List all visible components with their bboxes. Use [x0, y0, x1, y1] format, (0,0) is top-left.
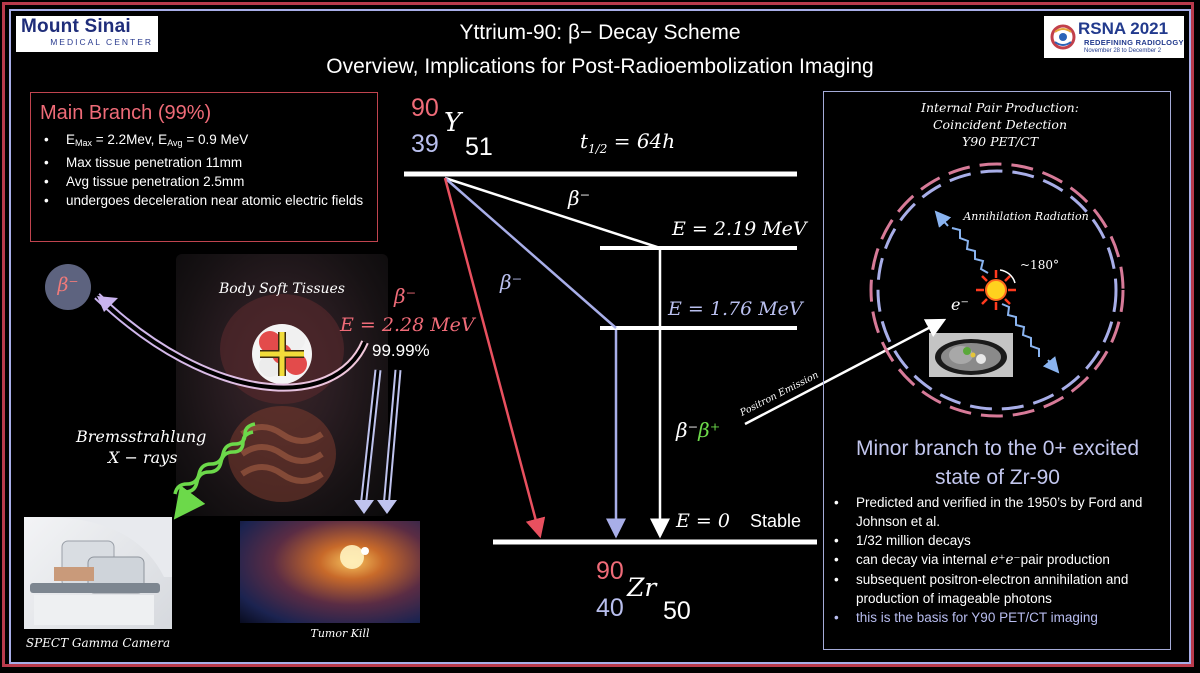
- daughter-atomic-number: 40: [596, 594, 624, 622]
- annihilation-radiation-label: Annihilation Radiation: [963, 210, 1089, 223]
- list-item: Predicted and verified in the 1950’s by …: [826, 493, 1166, 531]
- level-label-2-19: E = 2.19 MeV: [672, 218, 807, 240]
- rsna-dates: November 28 to December 2: [1084, 48, 1162, 54]
- rsna-title: RSNA 2021: [1078, 19, 1169, 38]
- level-label-1-76: E = 1.76 MeV: [668, 298, 803, 320]
- rsna-logo: RSNA 2021 REDEFINING RADIOLOGY November …: [1044, 16, 1184, 58]
- xrays-label: X − rays: [108, 448, 178, 467]
- pet-ring-outer: [869, 162, 1125, 418]
- logo-text-main: Mount Sinai: [21, 16, 131, 37]
- title-line-1: Yttrium-90: β− Decay Scheme: [459, 21, 741, 44]
- list-item: Max tissue penetration 11mm: [36, 153, 374, 172]
- angle-label: ~180°: [1020, 258, 1059, 272]
- electron-label: e⁻: [951, 295, 969, 314]
- daughter-mass-number: 90: [596, 557, 624, 585]
- body-soft-tissues-label: Body Soft Tissues: [219, 281, 345, 297]
- beta-label-left: β⁻: [394, 284, 417, 308]
- tumor-kill-caption: Tumor Kill: [310, 627, 370, 640]
- stable-label: Stable: [750, 511, 802, 531]
- positron-emission-arrow: [744, 318, 947, 426]
- pet-ct-image: [929, 333, 1013, 377]
- rsna-globe-icon: [1050, 24, 1076, 50]
- inner-frame: [9, 9, 1191, 664]
- spect-caption: SPECT Gamma Camera: [25, 636, 171, 650]
- beta-to-ground: [443, 177, 546, 539]
- pair-production-label: β⁻β⁺: [676, 418, 721, 442]
- minor-branch-box: [823, 91, 1171, 650]
- beta-percent-label: 99.99%: [372, 341, 430, 360]
- bremsstrahlung-label: Bremsstrahlung: [76, 427, 207, 446]
- spect-camera-image: [24, 517, 172, 629]
- annihilation-burst-icon: [976, 270, 1016, 310]
- pet-ring-inner: [876, 169, 1118, 411]
- minor-branch-list: Predicted and verified in the 1950’s by …: [826, 493, 1166, 627]
- parent-mass-number: 90: [411, 94, 439, 122]
- beta-deflection-curve: [94, 293, 369, 392]
- main-branch-list: EMax = 2.2Mev, EAvg = 0.9 MeV Max tissue…: [36, 130, 374, 210]
- beta-particle-icon: β⁻: [45, 264, 91, 310]
- pet-header: Internal Pair Production: Coincident Det…: [921, 100, 1079, 149]
- daughter-neutron-number: 50: [663, 597, 691, 625]
- list-item: Avg tissue penetration 2.5mm: [36, 172, 374, 191]
- daughter-symbol: Zr: [627, 573, 657, 602]
- beta-to-1-76: [444, 177, 617, 329]
- minor-branch-header: Minor branch to the 0+ excited state of …: [855, 437, 1140, 489]
- logo-text-sub: MEDICAL CENTER: [50, 37, 153, 47]
- beta-label-mid: β⁻: [500, 270, 523, 294]
- parent-symbol: Y: [444, 108, 462, 138]
- list-item: subsequent positron-electron annihilatio…: [826, 570, 1166, 608]
- beta-to-2-19: [444, 176, 661, 250]
- beta-label-upper: β⁻: [568, 186, 591, 210]
- positron-emission-label: Positron Emission: [737, 370, 820, 420]
- rsna-tagline: REDEFINING RADIOLOGY: [1084, 38, 1184, 47]
- list-item: undergoes deceleration near atomic elect…: [36, 191, 374, 210]
- parent-atomic-number: 39: [411, 130, 439, 158]
- mount-sinai-logo: Mount Sinai MEDICAL CENTER: [16, 16, 158, 52]
- beta-energy-label: E = 2.28 MeV: [340, 314, 475, 336]
- parent-neutron-number: 51: [465, 133, 493, 161]
- title-line-2: Overview, Implications for Post-Radioemb…: [326, 55, 874, 78]
- list-item: can decay via internal e⁺e⁻pair producti…: [826, 550, 1166, 570]
- tumor-image: [240, 521, 420, 623]
- list-item: EMax = 2.2Mev, EAvg = 0.9 MeV: [36, 130, 374, 153]
- list-item: 1/32 million decays: [826, 531, 1166, 550]
- main-branch-header: Main Branch (99%): [40, 102, 212, 124]
- annihilation-wave-down: [1001, 303, 1040, 357]
- half-life: t1/2 = 64h: [580, 129, 676, 156]
- list-item: this is the basis for Y90 PET/CT imaging: [826, 608, 1166, 627]
- level-label-ground: E = 0: [676, 510, 730, 532]
- main-branch-box: [30, 92, 378, 242]
- annihilation-wave-up: [951, 227, 989, 274]
